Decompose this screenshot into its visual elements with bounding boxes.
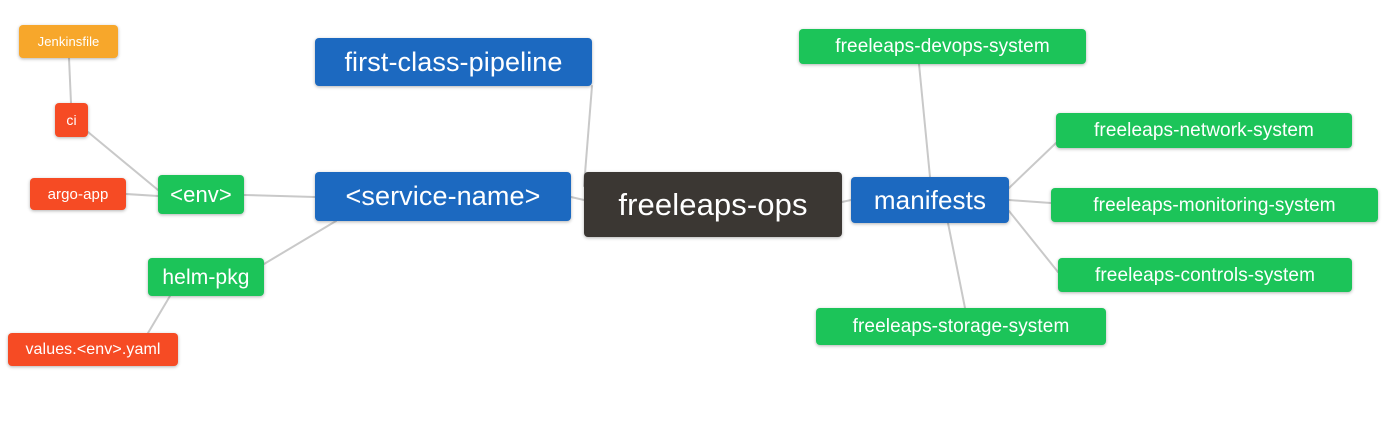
node-label: Jenkinsfile [37, 34, 100, 49]
node-label: freeleaps-storage-system [852, 316, 1070, 337]
node-values-yaml[interactable]: values.<env>.yaml [8, 333, 178, 366]
node-jenkinsfile[interactable]: Jenkinsfile [19, 25, 118, 58]
edge-helm-pkg-to-values-yaml [147, 295, 171, 334]
node-label: helm-pkg [162, 265, 250, 289]
node-freeleaps-monitoring-system[interactable]: freeleaps-monitoring-system [1051, 188, 1378, 222]
node-service-name[interactable]: <service-name> [315, 172, 571, 221]
edge-freeleaps-ops-to-service-name [570, 196, 585, 201]
node-freeleaps-ops[interactable]: freeleaps-ops [584, 172, 842, 237]
node-freeleaps-network-system[interactable]: freeleaps-network-system [1056, 113, 1352, 148]
node-label: <env> [170, 181, 232, 207]
node-label: freeleaps-controls-system [1094, 264, 1316, 286]
edge-service-name-to-helm-pkg [263, 220, 337, 265]
node-ci[interactable]: ci [55, 103, 88, 137]
edge-manifests-to-freeleaps-network-system [1008, 142, 1057, 189]
edge-freeleaps-ops-to-first-class-pipeline [583, 85, 593, 187]
edge-env-to-argo-app [125, 193, 159, 197]
node-helm-pkg[interactable]: helm-pkg [148, 258, 264, 296]
node-manifests[interactable]: manifests [851, 177, 1009, 223]
edge-freeleaps-ops-to-manifests [841, 199, 852, 203]
node-label: first-class-pipeline [344, 46, 563, 77]
edge-ci-to-jenkinsfile [68, 57, 72, 104]
node-label: freeleaps-network-system [1094, 120, 1314, 141]
edge-service-name-to-env [243, 194, 316, 198]
node-label: ci [66, 112, 77, 128]
node-label: freeleaps-monitoring-system [1093, 194, 1336, 216]
node-freeleaps-devops-system[interactable]: freeleaps-devops-system [799, 29, 1086, 64]
node-first-class-pipeline[interactable]: first-class-pipeline [315, 38, 592, 86]
node-label: argo-app [47, 185, 109, 203]
node-label: freeleaps-ops [618, 187, 808, 222]
edge-manifests-to-freeleaps-monitoring-system [1008, 199, 1052, 204]
node-freeleaps-storage-system[interactable]: freeleaps-storage-system [816, 308, 1106, 345]
node-env[interactable]: <env> [158, 175, 244, 214]
node-label: freeleaps-devops-system [835, 36, 1050, 57]
edge-manifests-to-freeleaps-storage-system [947, 222, 966, 309]
node-argo-app[interactable]: argo-app [30, 178, 126, 210]
node-label: manifests [873, 185, 987, 215]
node-label: values.<env>.yaml [25, 340, 161, 358]
node-freeleaps-controls-system[interactable]: freeleaps-controls-system [1058, 258, 1352, 292]
edge-manifests-to-freeleaps-devops-system [918, 63, 931, 178]
node-label: <service-name> [345, 181, 541, 211]
